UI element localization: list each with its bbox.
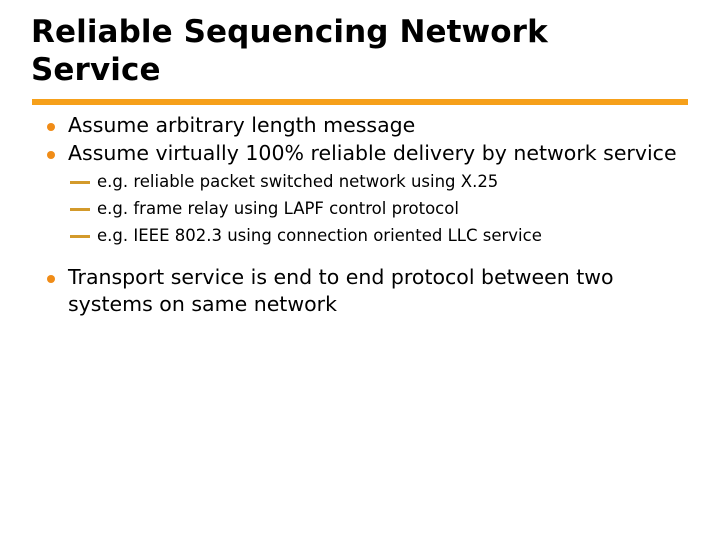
title-block: Reliable Sequencing Network Service xyxy=(31,13,691,89)
list-item: Transport service is end to end protocol… xyxy=(31,264,696,318)
list-item-label: Assume virtually 100% reliable delivery … xyxy=(68,141,677,165)
sub-list-container: e.g. reliable packet switched network us… xyxy=(31,171,696,247)
em-dash-icon xyxy=(70,181,90,184)
sub-list-item-label: e.g. frame relay using LAPF control prot… xyxy=(97,199,459,218)
list-item: Assume arbitrary length message xyxy=(31,112,696,139)
sub-list-item-label: e.g. IEEE 802.3 using connection oriente… xyxy=(97,226,542,245)
em-dash-icon xyxy=(70,208,90,211)
bullet-list: Assume arbitrary length message Assume v… xyxy=(31,112,696,318)
sub-bullet-list: e.g. reliable packet switched network us… xyxy=(31,171,696,247)
group-spacer xyxy=(31,252,696,264)
round-bullet-icon xyxy=(47,151,55,159)
body-content: Assume arbitrary length message Assume v… xyxy=(31,112,696,319)
list-item: Assume virtually 100% reliable delivery … xyxy=(31,140,696,167)
title-divider-rule xyxy=(32,99,688,105)
sub-list-item: e.g. IEEE 802.3 using connection oriente… xyxy=(31,225,696,247)
sub-list-item-label: e.g. reliable packet switched network us… xyxy=(97,172,499,191)
round-bullet-icon xyxy=(47,275,55,283)
sub-list-item: e.g. frame relay using LAPF control prot… xyxy=(31,198,696,220)
round-bullet-icon xyxy=(47,123,55,131)
sub-list-item: e.g. reliable packet switched network us… xyxy=(31,171,696,193)
page-title: Reliable Sequencing Network Service xyxy=(31,14,548,88)
em-dash-icon xyxy=(70,235,90,238)
list-item-label: Assume arbitrary length message xyxy=(68,113,416,137)
list-item-label: Transport service is end to end protocol… xyxy=(68,265,614,316)
